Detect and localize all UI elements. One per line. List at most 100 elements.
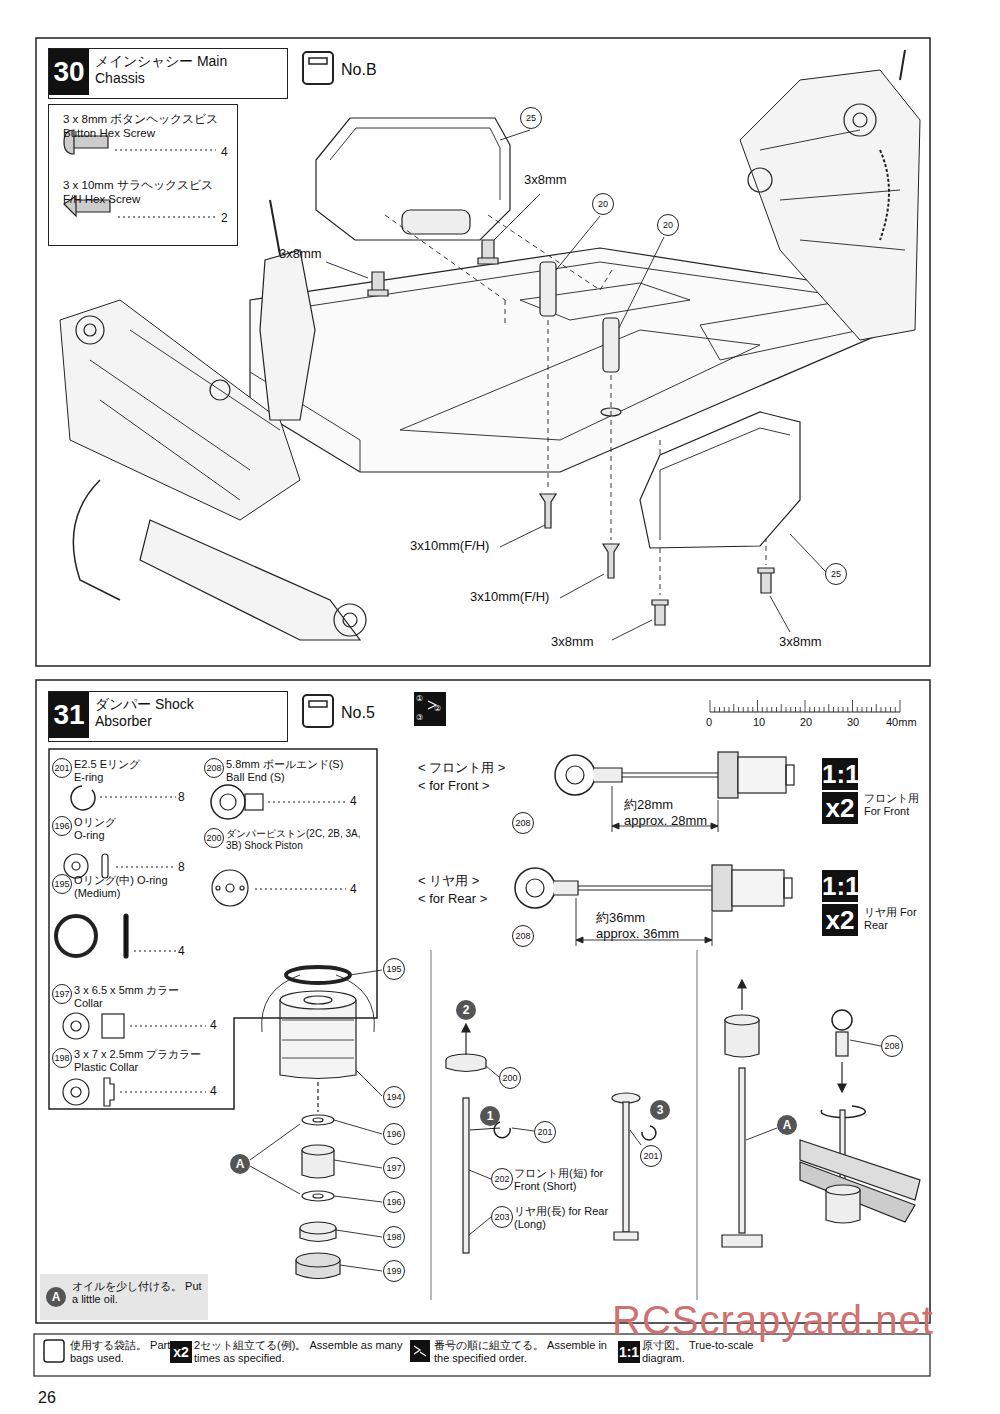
callout-number: 25 [825,563,847,585]
part-name: メインシャシー Main Chassis [95,53,245,87]
callout-number: 20 [657,214,679,236]
step-label: No.B [341,60,377,79]
scale-number: 40mm [886,716,917,729]
callout-number: 194 [383,1086,405,1108]
part-name: E2.5 Eリング E-ring [74,758,154,784]
callout-number: 25 [520,107,542,129]
step-header: 30メインシャシー Main Chassis [48,48,288,99]
step-marker: A [777,1115,797,1135]
dimension-label: 3x8mm [779,634,822,650]
callout-number: 208 [881,1035,903,1057]
icon-label: 1:1 [822,758,858,790]
ruler-tick [857,707,858,712]
ruler-tick [743,707,744,712]
callout-number: 197 [52,984,72,1004]
ruler-tick [786,707,787,712]
order-icon-digit: ① [416,694,423,704]
step-marker: A [230,1154,250,1174]
quantity: 4 [221,145,228,159]
callout-number: 195 [52,874,72,894]
callout-number: 202 [491,1168,513,1190]
dimension-label: < for Front > [418,778,490,794]
callout-number: 208 [512,925,534,947]
ruler-tick [828,704,829,712]
ruler-tick [819,707,820,712]
callout-number: 201 [640,1145,662,1167]
icon-label: 1:1 [618,1341,640,1363]
part-name: 3 x 7 x 2.5mm プラカラー Plastic Collar [74,1048,219,1074]
callout-number: 198 [52,1048,72,1068]
note-box: Aオイルを少し付ける。 Put a little oil. [40,1274,208,1320]
ruler-tick [767,707,768,712]
ruler-tick [833,707,834,712]
callout-number: 20 [592,193,614,215]
icon-label: x2 [822,792,858,824]
parts-list-box: 3 x 8mm ボタンヘックスビス Button Hex Screw 4 3 x 1… [48,104,238,246]
ruler-tick [762,707,763,712]
part-name: オイルを少し付ける。 Put a little oil. [72,1280,204,1306]
ruler-tick [805,700,806,712]
quantity: 8 [178,790,185,804]
part-name: 3 x 10mm サラヘックスビス F/H Hex Screw [63,179,223,207]
ruler-tick [862,707,863,712]
parts-list-box: 201E2.5 Eリング E-ring8196Oリング O-ring8195Oリ… [48,748,378,1110]
scale-number: 0 [706,716,712,729]
icon-label: x2 [822,904,858,936]
ruler-tick [729,707,730,712]
callout-number: 200 [499,1067,521,1089]
ruler-tick [795,707,796,712]
step-number: 31 [49,692,89,738]
ruler-tick [814,707,815,712]
scale-number: 20 [800,716,812,729]
part-name: ダンパーピストン(2C, 2B, 3A, 3B) Shock Piston [226,828,374,852]
box-outline [49,749,377,1109]
step-marker: 3 [650,1100,670,1120]
dimension-label: 3x8mm [524,172,567,188]
dimension-label: 約36mm approx. 36mm [596,910,692,941]
ruler-tick [800,707,801,712]
ruler-tick [710,700,711,712]
dimension-label: 3x10mm(F/H) [470,589,549,605]
quantity: 4 [210,1084,217,1098]
callout-number: 201 [52,758,72,778]
quantity: 4 [350,882,357,896]
ruler-tick [890,707,891,712]
ruler-tick [838,707,839,712]
callout-number: 197 [383,1157,405,1179]
ruler-tick [885,707,886,712]
quantity: 2 [221,211,228,225]
legend-text: 使用する袋詰。 Part bags used. [70,1339,180,1365]
note-text: フロント用 For Front [864,792,934,818]
callout-number: 199 [383,1260,405,1282]
callout-number: 195 [383,958,405,980]
quantity: 4 [350,794,357,808]
dimension-label: < for Rear > [418,891,487,907]
step-header: 31ダンパー Shock Absorber [48,691,288,742]
callout-number: 196 [383,1191,405,1213]
quantity: 4 [210,1018,217,1032]
ruler-tick [724,707,725,712]
ruler-tick [824,707,825,712]
callout-number: 196 [383,1123,405,1145]
scale-number: 10 [753,716,765,729]
ruler-tick [738,707,739,712]
ruler-tick [881,707,882,712]
quantity: 8 [178,860,185,874]
order-icon-digit: ② [434,704,441,714]
ruler-tick [752,707,753,712]
step-marker: 2 [456,1000,476,1020]
step-number: 30 [49,49,89,95]
part-name: 3 x 8mm ボタンヘックスビス Button Hex Screw [63,113,223,141]
callout-number: 201 [534,1121,556,1143]
scale-number: 30 [847,716,859,729]
callout-number: 200 [204,828,224,848]
part-name: 3 x 6.5 x 5mm カラー Collar [74,984,199,1010]
note-text: リヤ用 For Rear [864,906,924,932]
dimension-label: 3x10mm(F/H) [410,538,489,554]
ruler-tick [843,707,844,712]
part-name: ダンパー Shock Absorber [95,696,245,730]
step-label: No.5 [341,703,375,722]
legend-text: 原寸図。 True-to-scale diagram. [642,1339,782,1365]
ruler-tick [719,707,720,712]
